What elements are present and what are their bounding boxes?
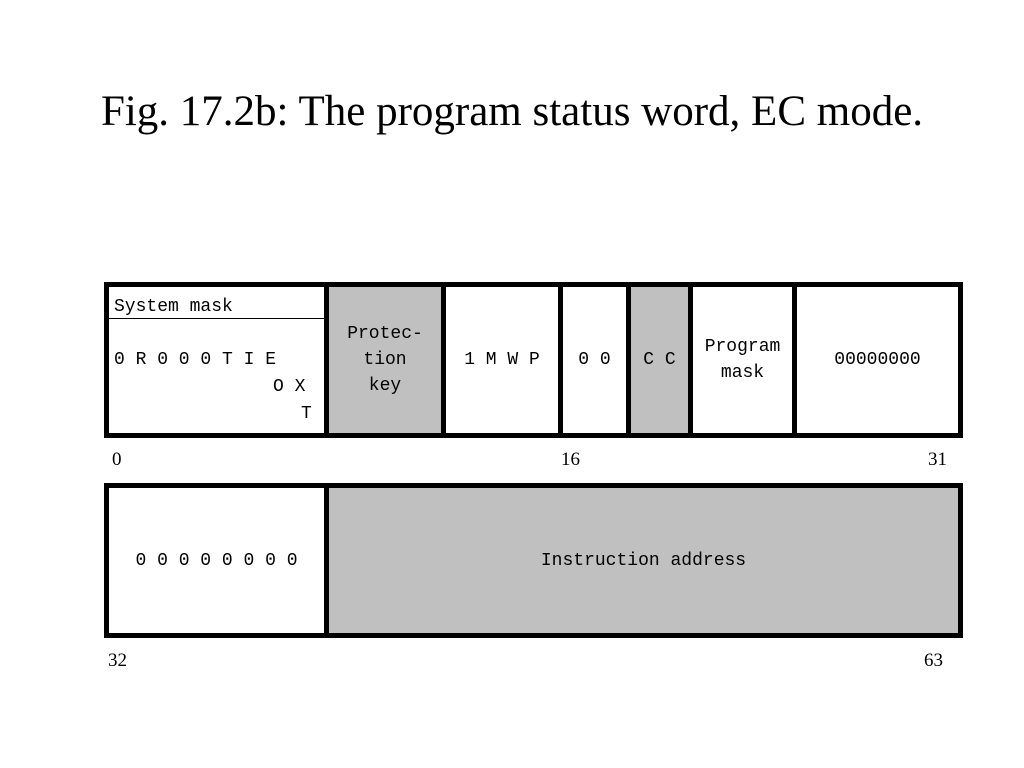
bit-number-0: 0 [112,449,122,470]
divider [688,287,693,433]
divider [324,488,329,633]
bit-number-16: 16 [561,449,580,470]
zeros-eight-field: 00000000 [834,350,921,370]
instruction-address-field: Instruction address [329,488,958,633]
system-mask-bits-row1: 0 R 0 0 0 T I E [114,350,277,370]
divider [792,287,797,433]
bit-number-31: 31 [928,449,947,470]
system-mask-field: System mask 0 R 0 0 0 T I E O X T [109,287,324,433]
system-mask-bits-row2: O X [273,377,306,397]
divider [441,287,446,433]
system-mask-bits-row3: T [301,404,312,424]
bit-number-32: 32 [108,650,127,671]
flags-field: 1 M W P [464,350,540,370]
system-mask-label: System mask [114,297,233,317]
divider [558,287,563,433]
protection-key-field: Protec- tion key [329,287,441,433]
divider [324,287,329,433]
condition-code-field: C C [631,287,688,433]
psw-word-bits-32-63: 0 0 0 0 0 0 0 0 Instruction address [104,483,963,638]
psw-word-bits-0-31: System mask 0 R 0 0 0 T I E O X T Protec… [104,282,963,438]
bit-number-63: 63 [924,650,943,671]
program-mask-field: Program mask [704,337,781,383]
zeros-pair-field: 0 0 [578,350,611,370]
system-mask-divider [109,318,324,319]
zeros-field: 0 0 0 0 0 0 0 0 [135,550,298,571]
figure-title: Fig. 17.2b: The program status word, EC … [100,88,924,135]
divider [626,287,631,433]
